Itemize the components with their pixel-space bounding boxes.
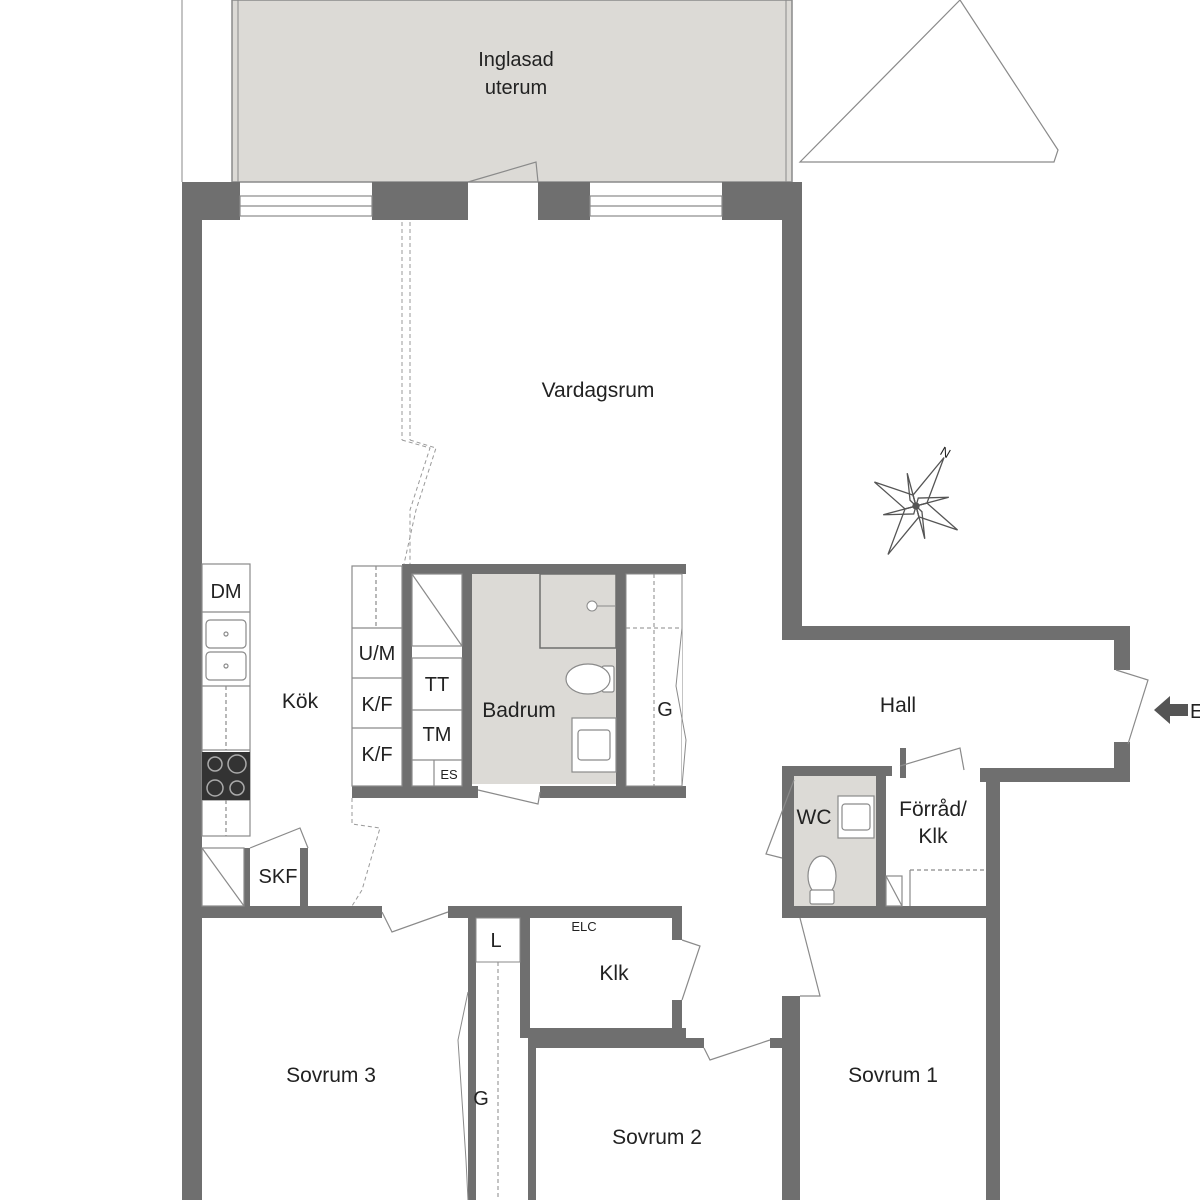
windows <box>239 195 723 217</box>
wc-toilet-icon <box>807 855 837 905</box>
linen-closet-label: L <box>490 930 501 952</box>
bedroom1-door <box>799 917 821 997</box>
fridge-freezer-label-1: K/F <box>361 694 392 716</box>
shower-area <box>539 573 617 649</box>
wc-floor <box>794 774 876 906</box>
living-room-label: Vardagsrum <box>542 379 655 402</box>
walls <box>182 182 1130 1200</box>
stove-icon <box>202 752 250 800</box>
skf-label: SKF <box>259 866 298 888</box>
entrance-arrow-icon <box>1154 696 1188 724</box>
bedroom1-label: Sovrum 1 <box>848 1064 938 1087</box>
dryer-label: TT <box>425 674 449 696</box>
kitchen-label: Kök <box>282 690 319 713</box>
compass-north-label: N <box>938 443 954 461</box>
hall-label: Hall <box>880 694 916 717</box>
storage-label-line2: Klk <box>918 825 948 848</box>
storage-door <box>885 747 986 907</box>
wc-label: WC <box>797 806 832 829</box>
laundry-column <box>411 573 463 787</box>
kitchen-passage <box>351 798 381 907</box>
storage-label-line1: Förråd/ <box>899 798 967 821</box>
skf-closet <box>201 827 309 907</box>
bedroom3-door <box>381 911 449 933</box>
balcony-door <box>467 161 539 183</box>
toilet-icon <box>565 663 615 695</box>
wardrobe-hall-label: G <box>657 699 673 721</box>
drying-cabinet-label: TM <box>423 724 452 746</box>
fridge-freezer-label-2: K/F <box>361 744 392 766</box>
sink-icon <box>205 619 247 681</box>
wardrobe-hall <box>625 573 687 787</box>
shower-icon <box>586 600 616 612</box>
compass-rose-icon <box>874 457 958 555</box>
closet-door <box>681 939 701 1001</box>
glazed-room <box>181 0 1059 183</box>
bedroom2-door <box>703 1039 771 1061</box>
washbasin-icon <box>571 717 617 773</box>
electric-cabinet-label: ES <box>440 767 458 782</box>
entrance-door <box>1115 669 1149 745</box>
entrance-label: E <box>1190 701 1200 723</box>
wc-basin-icon <box>837 795 875 839</box>
closet-label: Klk <box>599 962 629 985</box>
linen-closet <box>457 917 521 1200</box>
electric-center-label: ELC <box>571 919 596 934</box>
glazed-room-label-line2: uterum <box>485 77 547 99</box>
sliding-partition <box>401 222 437 565</box>
bedroom3-label: Sovrum 3 <box>286 1064 376 1087</box>
washer-label: U/M <box>359 643 396 665</box>
wc-door <box>765 779 795 859</box>
wardrobe-bedroom3-label: G <box>473 1088 489 1110</box>
bedroom2-label: Sovrum 2 <box>612 1126 702 1149</box>
bathroom-door <box>477 789 541 805</box>
appliance-column <box>351 565 403 787</box>
glazed-room-label-line1: Inglasad <box>478 49 554 71</box>
dishwasher-label: DM <box>210 581 241 603</box>
bathroom-label: Badrum <box>482 699 556 722</box>
